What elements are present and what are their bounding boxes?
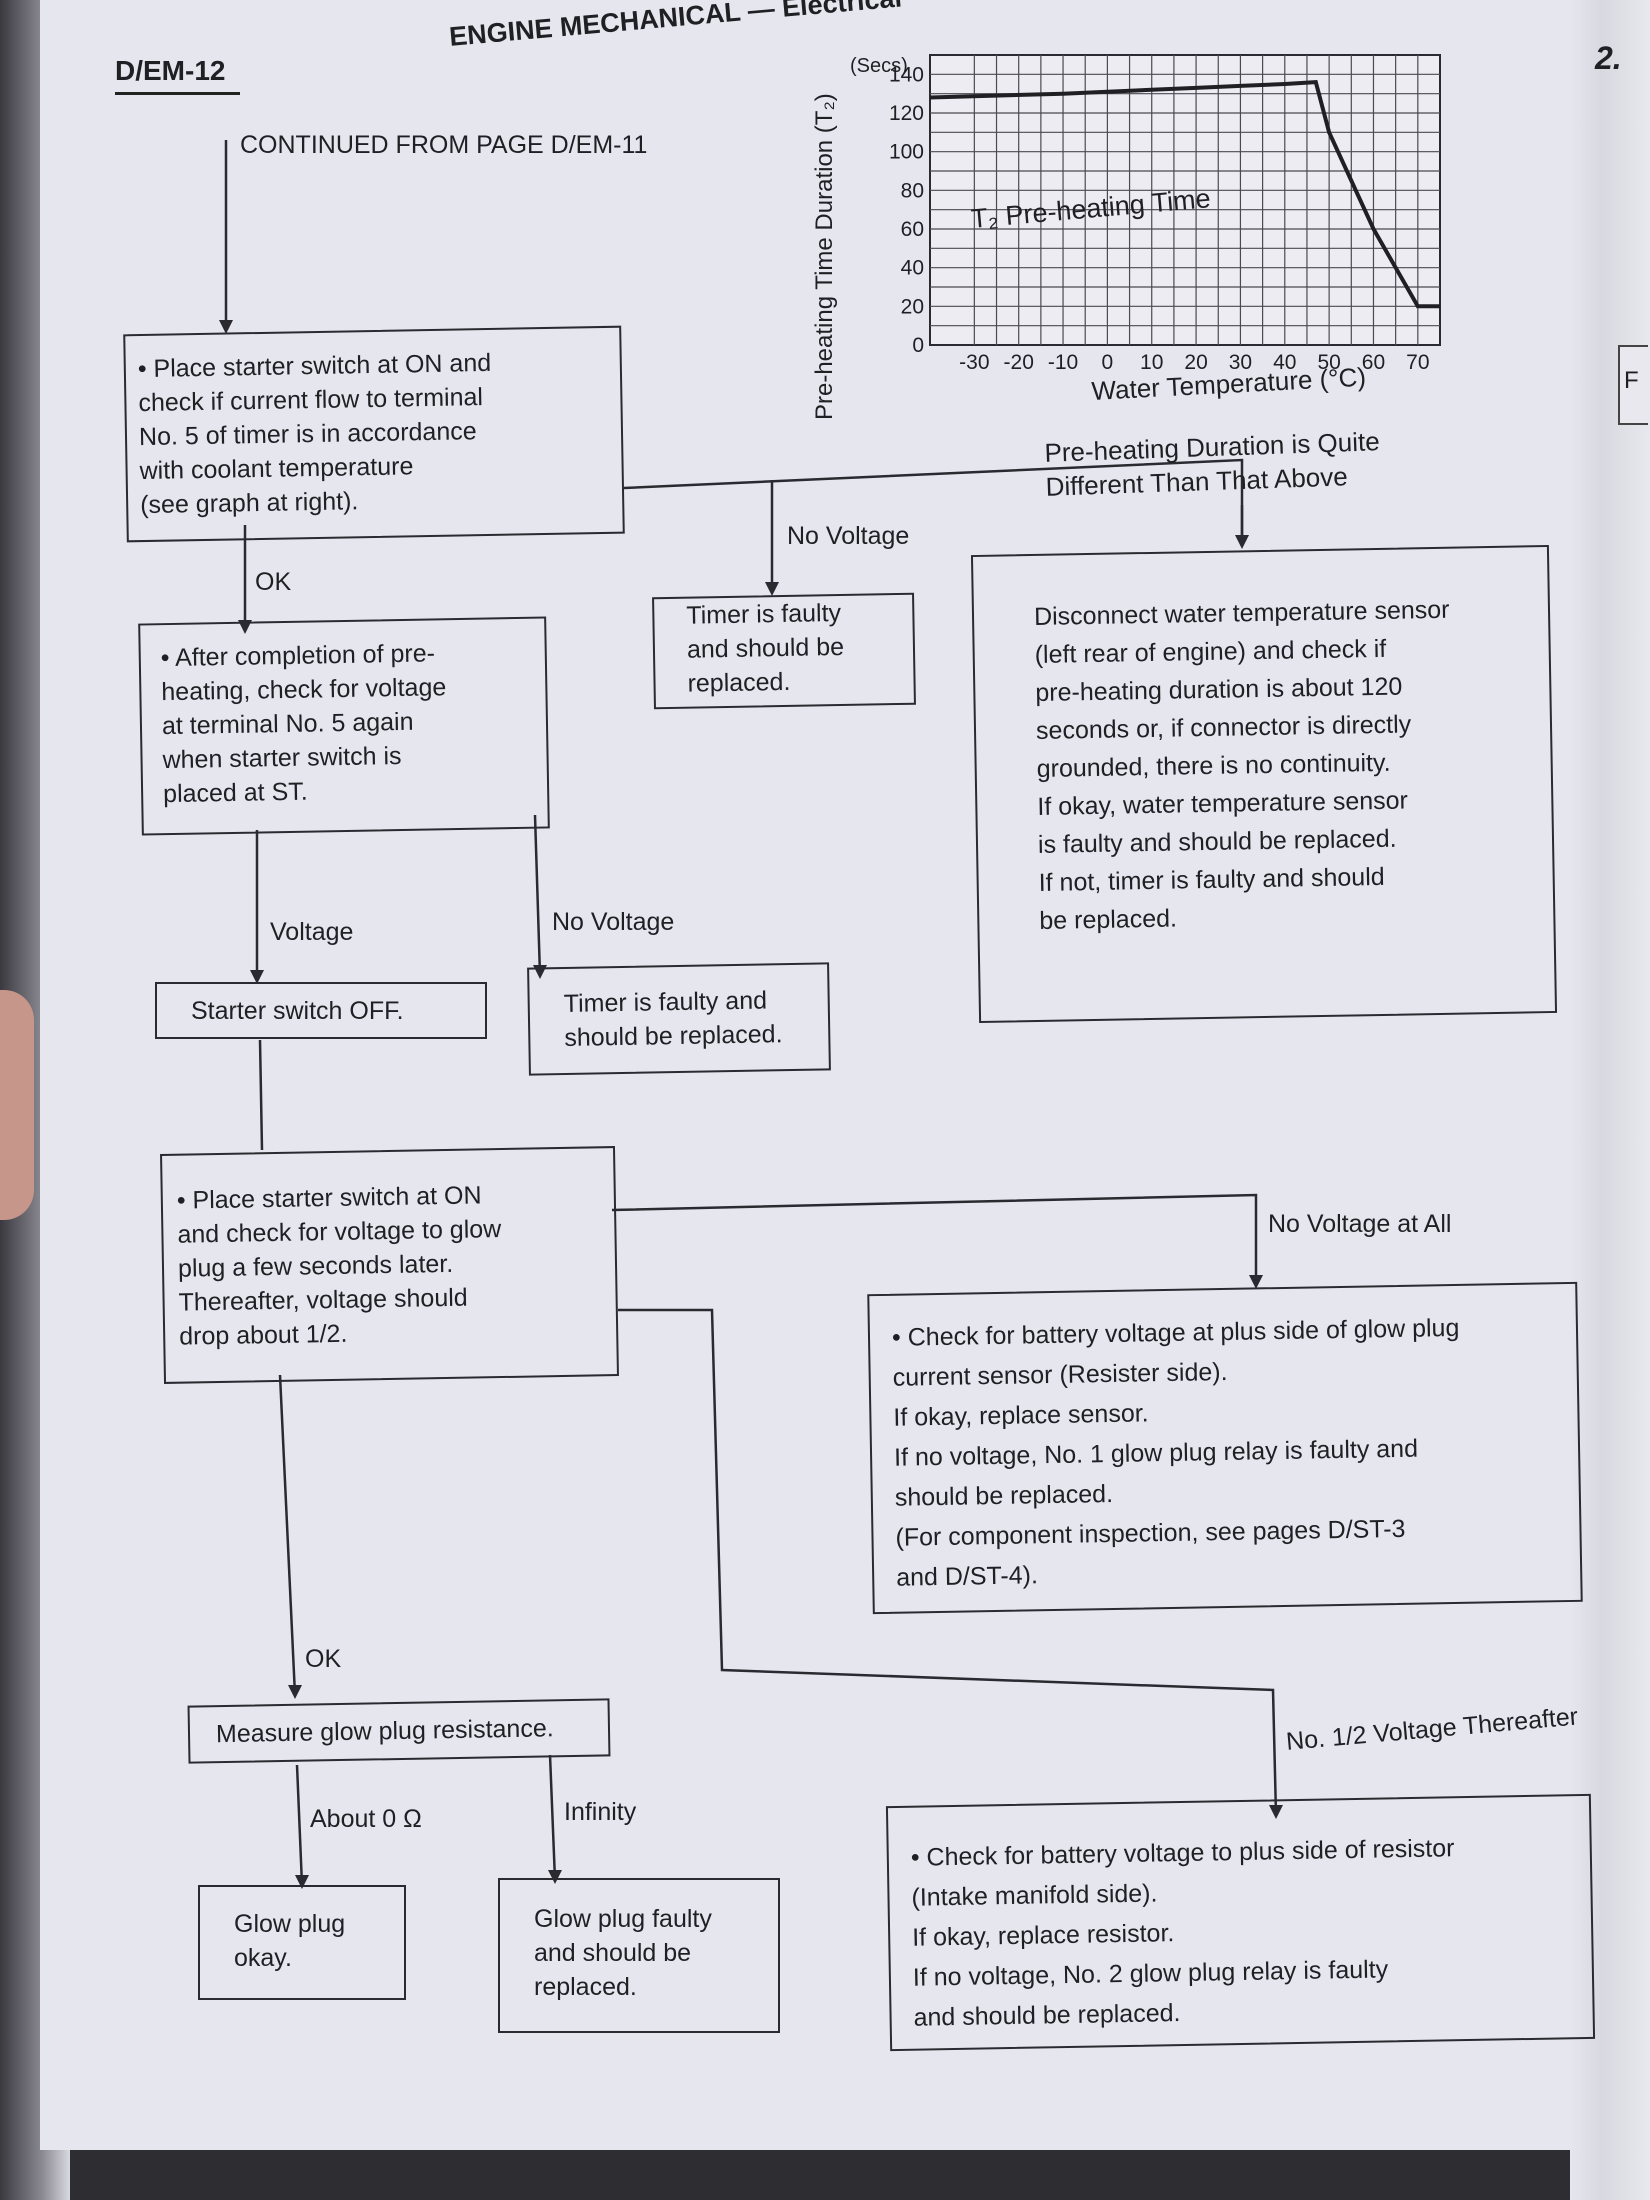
no-voltage-label-1: No Voltage <box>787 522 910 550</box>
x-tick-label: -30 <box>959 351 989 374</box>
y-unit: (Secs) <box>850 55 908 77</box>
y-tick-label: 60 <box>901 218 924 241</box>
no-voltage-label-2: No Voltage <box>552 908 675 936</box>
x-tick-label: -20 <box>1004 351 1034 374</box>
edge-tab-label: F <box>1624 367 1639 394</box>
check-glow-voltage-box: • Place starter switch at ON and check f… <box>160 1146 619 1384</box>
glow-faulty-box: Glow plug faulty and should be replaced. <box>498 1878 780 2033</box>
page-marker: 2. <box>1595 40 1622 76</box>
x-tick-label: 20 <box>1184 351 1207 374</box>
glow-ok-box: Glow plug okay. <box>198 1885 406 2000</box>
infinity-label: Infinity <box>564 1798 637 1826</box>
y-tick-label: 40 <box>901 257 924 280</box>
starter-off-text: Starter switch OFF. <box>191 997 404 1025</box>
x-tick-label: 50 <box>1317 351 1340 374</box>
x-tick-label: 40 <box>1273 351 1296 374</box>
timer-faulty-box-2: Timer is faulty and should be replaced. <box>527 962 831 1076</box>
after-preheating-box: • After completion of pre- heating, chec… <box>138 616 550 836</box>
voltage-label: Voltage <box>270 918 354 946</box>
no-voltage-all-label: No Voltage at All <box>1268 1210 1452 1238</box>
x-tick-label: 10 <box>1140 351 1163 374</box>
starter-off-box: Starter switch OFF. <box>155 982 487 1039</box>
thumb <box>0 990 34 1220</box>
check-glow-voltage-text: • Place starter switch at ON and check f… <box>176 1181 502 1351</box>
chart-ticks: 0 20 40 60 80 100 120 140 -30 -20 -10 0 10 20 30 40 50 60… <box>889 63 1430 374</box>
y-tick-label: 120 <box>889 102 924 125</box>
edge-tab: F <box>1618 345 1648 425</box>
water-sensor-box: Disconnect water temperature sensor (lef… <box>970 544 1558 1024</box>
measure-resistance-box: Measure glow plug resistance. <box>187 1698 611 1764</box>
page-code: D/EM-12 <box>115 55 226 86</box>
continued-label: CONTINUED FROM PAGE D/EM-11 <box>240 131 648 159</box>
x-tick-label: 60 <box>1362 351 1385 374</box>
y-tick-label: 20 <box>901 295 924 318</box>
battery-voltage-box: • Check for battery voltage at plus side… <box>867 1281 1583 1615</box>
x-tick-label: 70 <box>1406 351 1429 374</box>
series-line <box>929 80 1440 309</box>
chart-grid <box>929 54 1441 346</box>
about-zero-label: About 0 Ω <box>310 1805 422 1833</box>
resistor-text: • Check for battery voltage to plus side… <box>910 1834 1455 2032</box>
battery-voltage-text: • Check for battery voltage at plus side… <box>891 1313 1460 1592</box>
glow-faulty-text: Glow plug faulty and should be replaced. <box>534 1905 712 2001</box>
water-sensor-text: Disconnect water temperature sensor (lef… <box>1033 595 1450 935</box>
x-tick-label: 0 <box>1102 351 1114 374</box>
y-tick-label: 140 <box>889 63 924 86</box>
plot-area <box>929 54 1441 346</box>
page-code-underline <box>115 92 240 95</box>
x-tick-label: 30 <box>1229 351 1252 374</box>
ok-label-2: OK <box>305 1645 342 1673</box>
after-preheating-text: • After completion of pre- heating, chec… <box>160 639 447 809</box>
resistor-box: • Check for battery voltage to plus side… <box>885 1793 1596 2052</box>
y-tick-label: 0 <box>912 334 924 357</box>
x-tick-label: -10 <box>1048 351 1078 374</box>
measure-resistance-text: Measure glow plug resistance. <box>215 1714 554 1749</box>
glow-ok-text: Glow plug okay. <box>234 1910 346 1972</box>
y-axis-label: Pre-heating Time Duration (T₂) <box>811 93 838 420</box>
ok-label-1: OK <box>255 568 292 596</box>
y-tick-label: 80 <box>901 179 924 202</box>
timer-faulty-text-2: Timer is faulty and should be replaced. <box>563 986 783 1053</box>
y-tick-label: 100 <box>889 141 924 164</box>
